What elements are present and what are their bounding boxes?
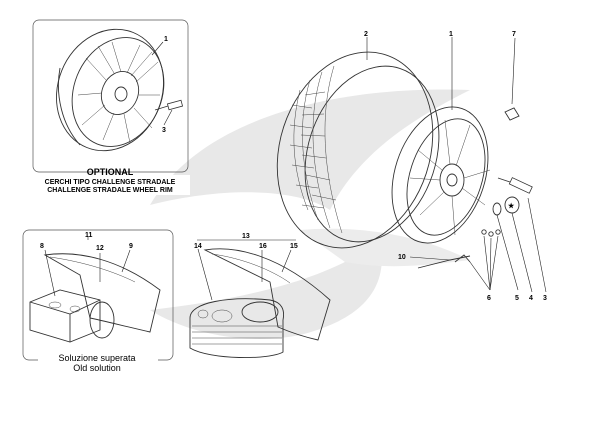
- main-callout-lines: [366, 37, 547, 293]
- optional-caption-it: CERCHI TIPO CHALLENGE STRADALE: [45, 179, 176, 186]
- callout-label: 5: [515, 295, 519, 302]
- hub-bolt: [497, 177, 533, 194]
- center-cap: ★: [504, 196, 520, 214]
- callout-label: 7: [512, 31, 516, 38]
- old-sealant-bag-illustration: [43, 253, 161, 333]
- callout-label: 12: [96, 245, 104, 252]
- callout-label: 3: [162, 127, 166, 134]
- new-sealant-bag-illustration: [203, 248, 331, 341]
- old-solution-caption: Soluzione superata Old solution: [38, 352, 158, 376]
- wheel-hardware: ★: [417, 107, 533, 269]
- optional-caption: OPTIONAL CERCHI TIPO CHALLENGE STRADALE …: [30, 167, 190, 195]
- optional-title: OPTIONAL: [87, 167, 134, 177]
- callout-label: 1: [164, 36, 168, 43]
- old-caption-it: Soluzione superata: [58, 353, 135, 363]
- callout-label: 8: [40, 243, 44, 250]
- callout-label: 9: [129, 243, 133, 250]
- old-solution-panel: 11 8 12 9: [22, 229, 174, 361]
- callout-label: 4: [529, 295, 533, 302]
- new-kit-group: 13 14 16 15: [189, 233, 331, 358]
- callout-label: 10: [398, 254, 406, 261]
- main-rim-illustration: [391, 106, 491, 244]
- badge-emblem: [504, 107, 520, 121]
- rim-bolt: [154, 99, 184, 111]
- callout-label: 13: [242, 233, 250, 240]
- callout-label: 14: [194, 243, 202, 250]
- callout-label: 16: [259, 243, 267, 250]
- main-callouts: 2 1 7 10 6 5 4 3: [364, 31, 547, 302]
- svg-text:★: ★: [508, 202, 515, 210]
- callout-label: 3: [543, 295, 547, 302]
- optional-caption-en: CHALLENGE STRADALE WHEEL RIM: [47, 187, 173, 194]
- callout-label: 2: [364, 31, 368, 38]
- balancing-weights: [481, 229, 501, 237]
- callout-label: 11: [85, 232, 93, 239]
- optional-rim-panel: 1 3: [32, 19, 189, 173]
- old-compressor-illustration: [29, 289, 115, 343]
- callout-label: 1: [449, 31, 453, 38]
- new-compressor-illustration: [189, 298, 284, 358]
- washer: [492, 202, 502, 216]
- old-caption-en: Old solution: [73, 363, 121, 373]
- watermark-logo: [150, 89, 470, 339]
- tyre-illustration: [276, 51, 440, 249]
- callout-label: 15: [290, 243, 298, 250]
- challenge-rim-illustration: [56, 28, 165, 152]
- callout-label: 6: [487, 295, 491, 302]
